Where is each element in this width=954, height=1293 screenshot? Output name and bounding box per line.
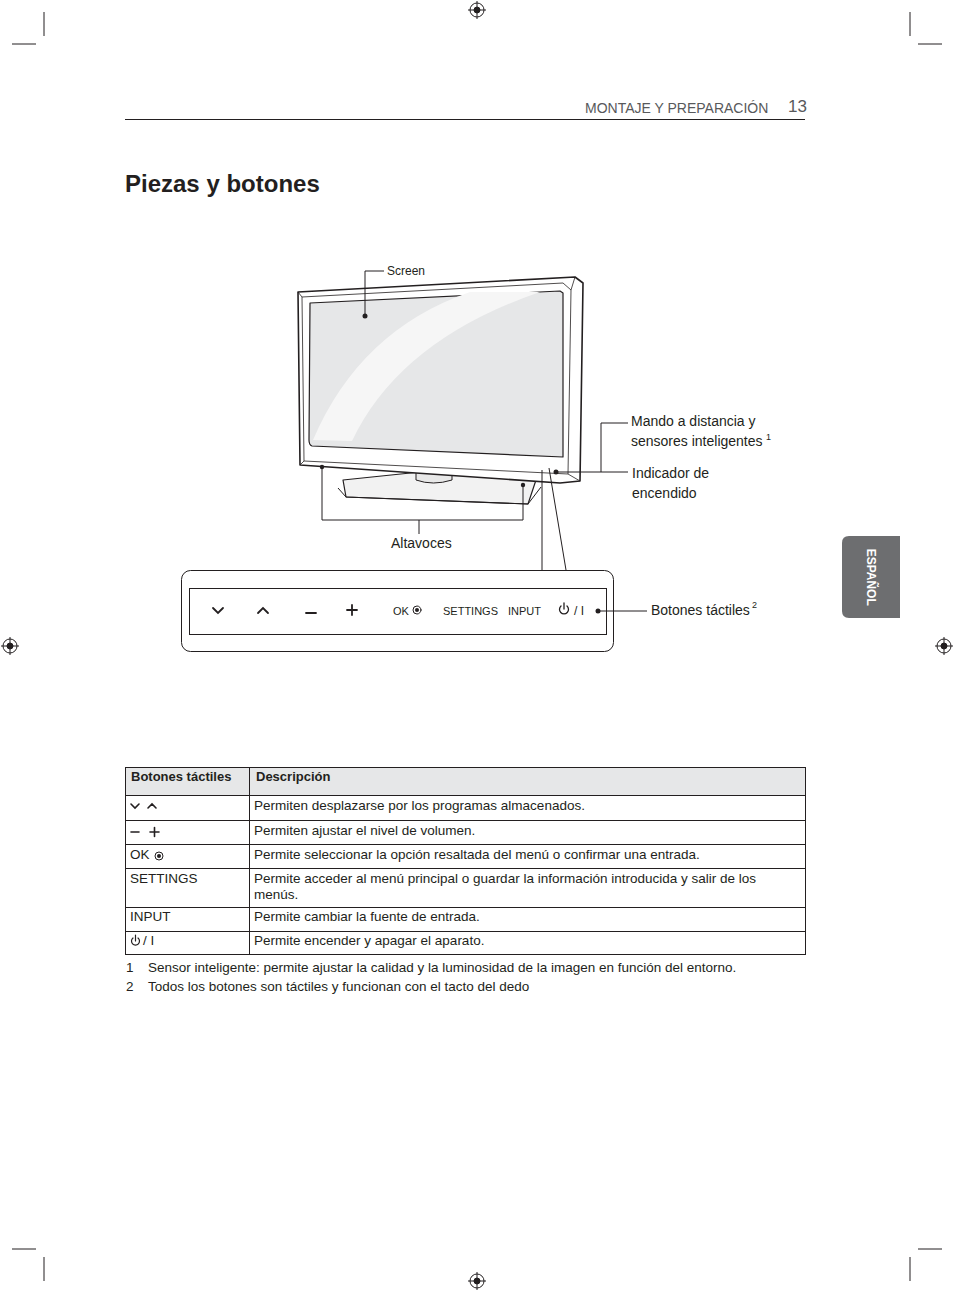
table-cell: Permite encender y apagar el aparato. bbox=[254, 933, 484, 949]
part-name: Indicador de encendido bbox=[632, 463, 732, 503]
table-cell: / I bbox=[143, 933, 154, 949]
table-cell: Permite acceder al menú principal o guar… bbox=[254, 871, 802, 903]
button-label: / I bbox=[574, 604, 584, 618]
page-number: 13 bbox=[788, 97, 807, 117]
part-name: Altavoces bbox=[391, 535, 452, 552]
running-header: MONTAJE Y PREPARACIÓN bbox=[585, 100, 768, 117]
table-cell: Permite seleccionar la opción resaltada … bbox=[254, 847, 700, 863]
button-label: SETTINGS bbox=[443, 605, 498, 618]
page-title: Piezas y botones bbox=[125, 170, 320, 199]
table-header: Botones táctiles bbox=[131, 769, 231, 785]
table-cell: SETTINGS bbox=[130, 871, 198, 887]
part-name: Mando a distancia y sensores inteligente… bbox=[631, 411, 776, 451]
footnote-ref: 2 bbox=[752, 600, 757, 611]
part-name: Screen bbox=[387, 264, 425, 278]
table-cell: Permite cambiar la fuente de entrada. bbox=[254, 909, 480, 925]
footnote-number: 1 bbox=[126, 960, 134, 976]
touch-button-strip: OK SETTINGS INPUT / I bbox=[189, 588, 607, 635]
table-cell: INPUT bbox=[130, 909, 171, 925]
button-label: INPUT bbox=[508, 605, 541, 618]
footnote-ref: 1 bbox=[766, 432, 771, 443]
button-label: OK bbox=[393, 605, 409, 618]
table-cell: Permiten ajustar el nivel de volumen. bbox=[254, 823, 475, 839]
table-cell: OK bbox=[130, 847, 150, 863]
footnote-number: 2 bbox=[126, 979, 134, 995]
footnote-text: Todos los botones son táctiles y funcion… bbox=[148, 979, 529, 995]
part-name: Botones táctiles bbox=[651, 602, 750, 619]
language-tab: ESPAÑOL bbox=[863, 549, 877, 606]
footnote-text: Sensor inteligente: permite ajustar la c… bbox=[148, 960, 736, 976]
table-cell: Permiten desplazarse por los programas a… bbox=[254, 798, 585, 814]
table-header: Descripción bbox=[256, 769, 330, 785]
